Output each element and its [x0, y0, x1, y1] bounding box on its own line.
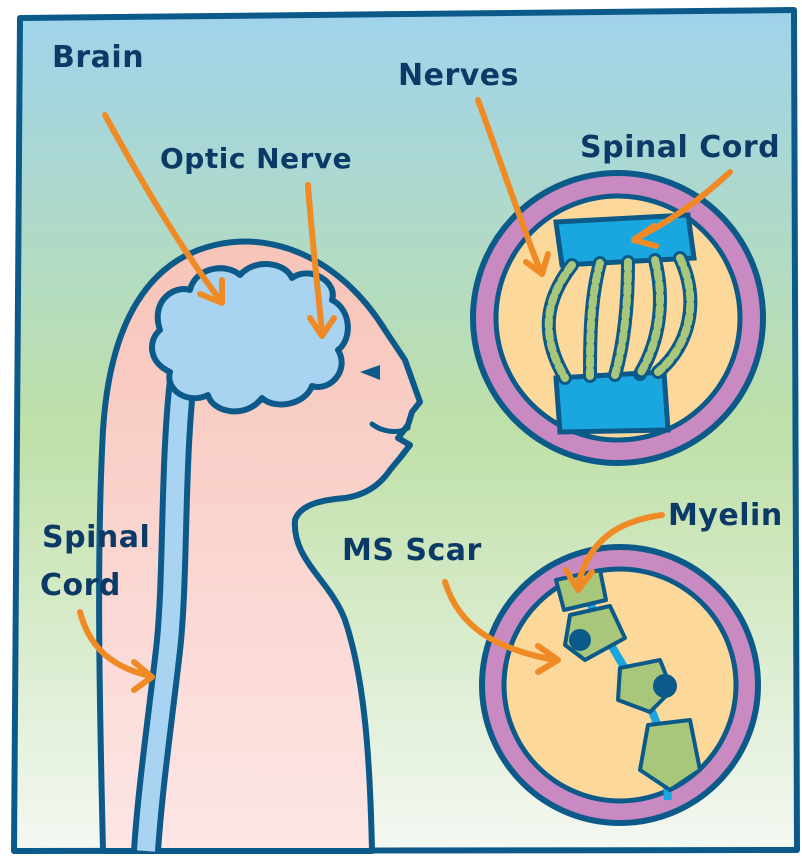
label-brain: Brain [52, 40, 144, 75]
label-myelin: Myelin [668, 498, 783, 533]
label-optic-nerve: Optic Nerve [160, 142, 352, 175]
nerve-detail-circle [473, 173, 763, 463]
label-spinal-cord-top: Spinal Cord [580, 130, 780, 165]
label-nerves: Nerves [398, 58, 519, 93]
label-spinal-cord-left-line2: Cord [40, 568, 121, 603]
label-ms-scar: MS Scar [342, 533, 482, 568]
myelin-detail-circle [482, 547, 758, 823]
label-spinal-cord-left-line1: Spinal [42, 520, 150, 555]
